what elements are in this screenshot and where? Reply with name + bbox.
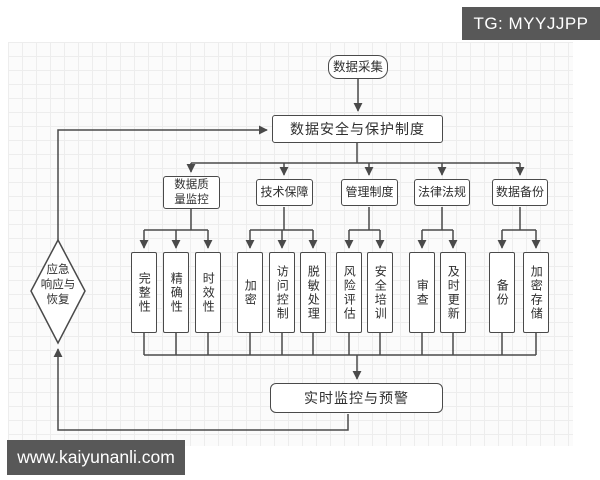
node-management-system: 管理制度 <box>341 179 398 206</box>
node-data-quality-monitoring: 数据质 量监控 <box>163 176 220 209</box>
node-backup: 备份 <box>489 252 515 333</box>
emergency-line2: 响应与 <box>40 278 76 291</box>
node-accuracy: 精确性 <box>163 252 189 333</box>
node-data-quality-line2: 量监控 <box>174 193 209 206</box>
node-desensitization: 脱敏处理 <box>300 252 326 333</box>
node-timely-update: 及时更新 <box>440 252 466 333</box>
node-risk-assessment: 风险评估 <box>336 252 362 333</box>
node-technical-support: 技术保障 <box>256 179 313 206</box>
node-timeliness: 时效性 <box>195 252 221 333</box>
node-review: 审查 <box>409 252 435 333</box>
node-data-backup: 数据备份 <box>492 179 548 206</box>
tg-watermark-text: TG: MYYJJPP <box>473 13 589 33</box>
site-watermark-text: www.kaiyunanli.com <box>17 447 175 467</box>
node-integrity: 完整性 <box>131 252 157 333</box>
node-access-control: 访问控制 <box>269 252 295 333</box>
node-laws-regulations: 法律法规 <box>414 179 470 206</box>
node-security-training: 安全培训 <box>367 252 393 333</box>
site-watermark-banner: www.kaiyunanli.com <box>7 440 185 475</box>
node-data-quality-line1: 数据质 <box>174 179 209 192</box>
node-realtime-monitoring-warning: 实时监控与预警 <box>270 383 443 413</box>
node-emergency-response-recovery: 应急 响应与 恢复 <box>26 263 90 308</box>
emergency-line3: 恢复 <box>46 293 70 306</box>
node-encrypted-storage: 加密存储 <box>523 252 549 333</box>
node-encryption: 加密 <box>237 252 263 333</box>
tg-watermark-banner: TG: MYYJJPP <box>462 7 600 40</box>
node-security-protection-system: 数据安全与保护制度 <box>272 115 443 143</box>
node-data-collection: 数据采集 <box>328 55 388 79</box>
emergency-line1: 应急 <box>46 264 70 276</box>
